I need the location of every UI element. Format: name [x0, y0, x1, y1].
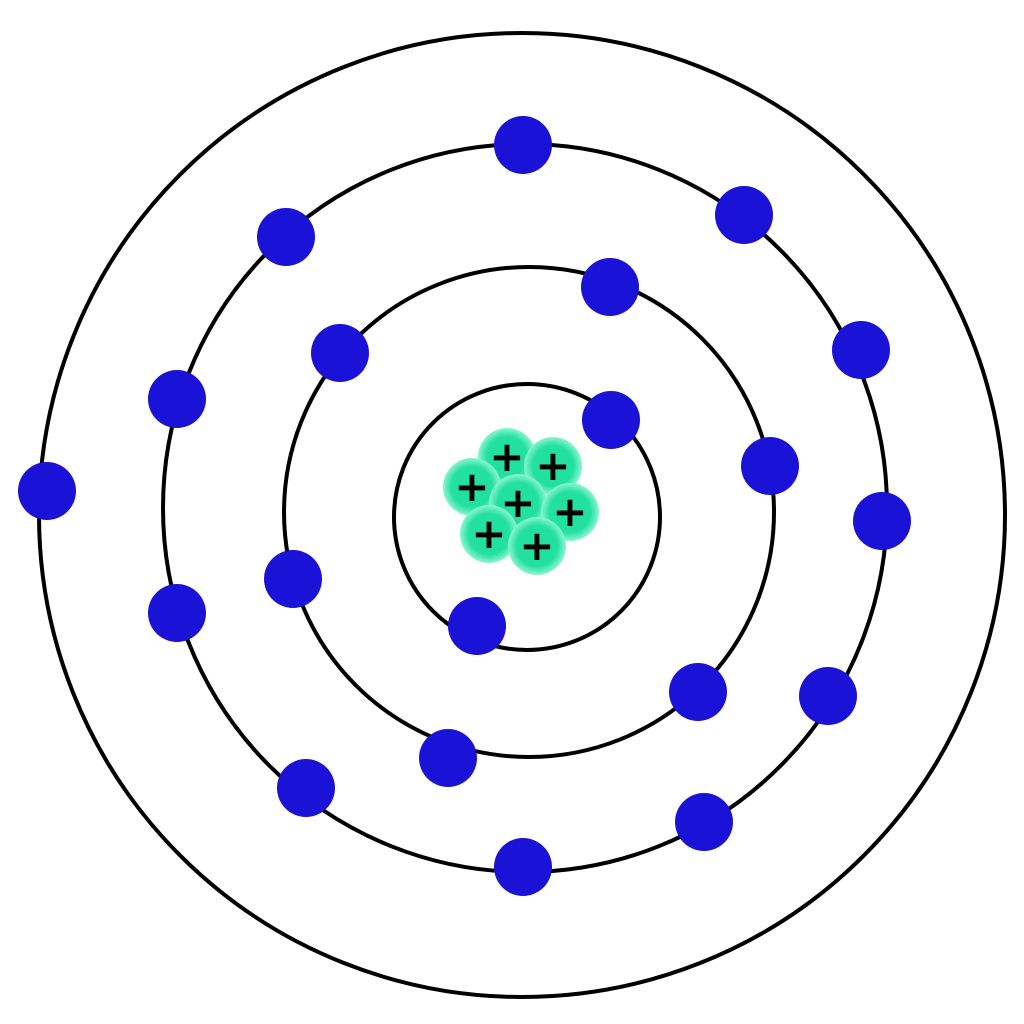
electron-shell-3 — [494, 116, 552, 174]
electron-shell-2 — [741, 437, 799, 495]
proton: + — [508, 517, 566, 575]
proton: + — [460, 505, 518, 563]
proton: + — [443, 458, 501, 516]
orbit-shell-1 — [392, 382, 662, 652]
electron-shell-3 — [494, 838, 552, 896]
proton: + — [524, 437, 582, 495]
proton-plus-sign: + — [454, 462, 489, 511]
proton-plus-sign: + — [519, 521, 554, 570]
electron-shell-2 — [581, 258, 639, 316]
nucleus: +++++++ — [443, 428, 599, 575]
electron-shell-2 — [419, 729, 477, 787]
electron-shell-1 — [448, 597, 506, 655]
electron-shell-3 — [148, 370, 206, 428]
orbit-shell-2 — [282, 265, 776, 759]
proton-plus-sign: + — [471, 509, 506, 558]
electron-shell-3 — [799, 667, 857, 725]
electron-shell-4 — [18, 462, 76, 520]
electron-shell-3 — [257, 208, 315, 266]
electron-shell-3 — [715, 186, 773, 244]
proton-plus-sign: + — [535, 441, 570, 490]
electron-shell-3 — [675, 793, 733, 851]
electron-shell-3 — [853, 492, 911, 550]
electron-shell-1 — [582, 391, 640, 449]
electron-shell-3 — [832, 321, 890, 379]
electron-shell-2 — [669, 663, 727, 721]
electron-shell-2 — [264, 550, 322, 608]
electron-shell-3 — [277, 759, 335, 817]
electrons — [18, 116, 911, 896]
electron-shell-3 — [148, 584, 206, 642]
electron-shell-2 — [311, 324, 369, 382]
